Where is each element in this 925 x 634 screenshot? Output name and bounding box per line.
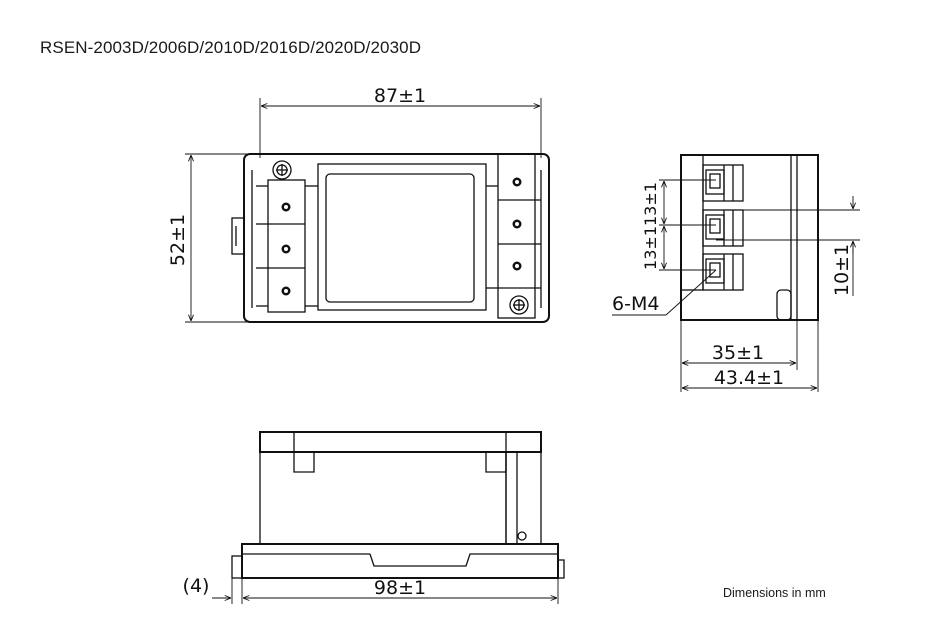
phillips-screw-icon	[509, 295, 529, 315]
top-view: 87±1 52±1	[167, 85, 550, 323]
side-pitch-right-label: 10±1	[831, 244, 853, 296]
front-main-body	[259, 451, 507, 545]
side-depth-1-label: 35±1	[712, 342, 764, 364]
side-terminal-row	[702, 253, 744, 291]
top-width-label: 87±1	[374, 85, 426, 107]
drawing-title: RSEN-2003D/2006D/2010D/2016D/2020D/2030D	[40, 38, 422, 57]
bottom-width-label: 98±1	[374, 577, 426, 599]
top-height-label: 52±1	[167, 214, 189, 266]
side-view: 13±113±1 10±1 6-M4 35±1 43.4±1	[612, 154, 860, 392]
left-terminal-block	[267, 179, 306, 313]
front-base	[241, 543, 559, 579]
top-body-outline	[243, 153, 550, 323]
front-top-cover	[259, 431, 542, 453]
side-depth-2-label: 43.4±1	[714, 367, 784, 389]
side-terminal-row	[702, 209, 744, 247]
right-terminal-block	[497, 153, 536, 319]
front-view: (4) 98±1	[183, 431, 565, 604]
screw-label: 6-M4	[612, 293, 659, 315]
top-center-panel	[317, 163, 487, 311]
units-note: Dimensions in mm	[723, 586, 826, 600]
phillips-screw-icon	[272, 160, 292, 180]
bottom-offset-label: (4)	[183, 575, 210, 597]
side-terminal-row	[702, 164, 744, 202]
side-pitch-label: 13±113±1	[641, 182, 660, 270]
